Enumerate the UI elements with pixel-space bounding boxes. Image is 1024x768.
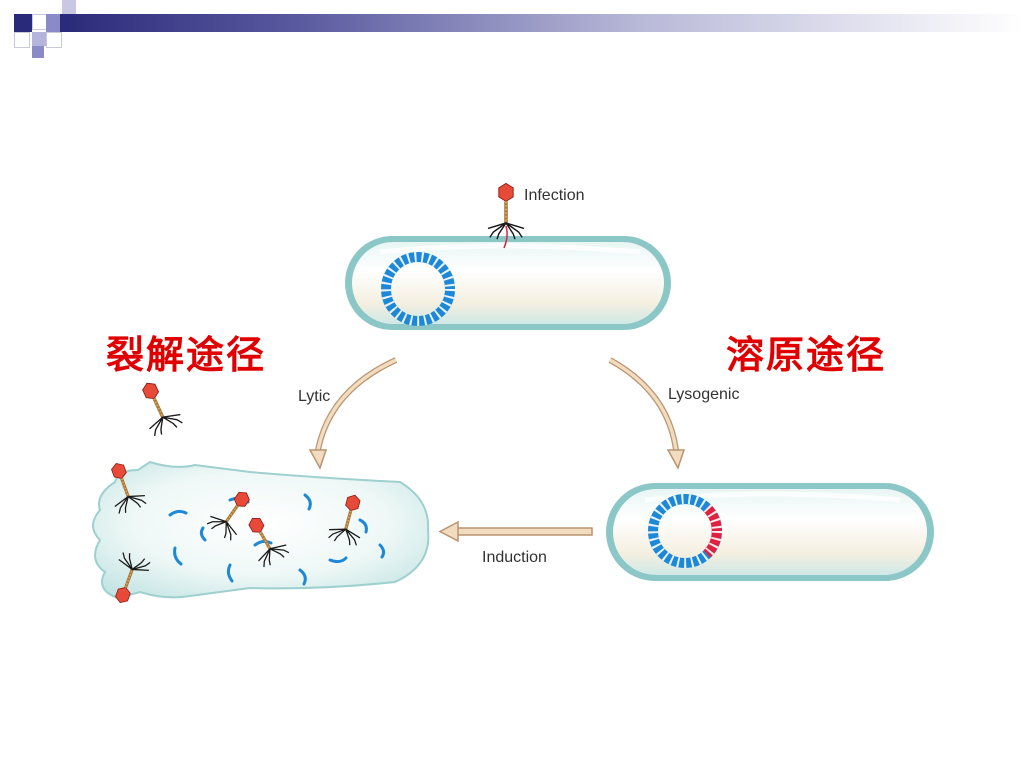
lysogenic-arrow bbox=[608, 357, 686, 470]
lysogenic-label: Lysogenic bbox=[668, 386, 740, 403]
deco-square bbox=[46, 32, 62, 48]
deco-square bbox=[62, 0, 76, 14]
deco-square bbox=[32, 46, 44, 58]
released-phage-icon bbox=[129, 374, 187, 440]
injected-dna bbox=[503, 225, 508, 249]
lytic-arrow bbox=[308, 357, 398, 470]
deco-square bbox=[46, 14, 60, 32]
infection-label: Infection bbox=[524, 187, 585, 204]
lysogenic-cell bbox=[606, 483, 934, 581]
lytic-label: Lytic bbox=[298, 388, 331, 405]
infected-cell bbox=[345, 236, 671, 330]
induction-arrow bbox=[438, 520, 593, 543]
deco-square bbox=[32, 32, 46, 46]
deco-square bbox=[14, 32, 30, 48]
infecting-phage-icon bbox=[486, 181, 526, 241]
lysogenic-pathway-title: 溶原途径 bbox=[726, 332, 887, 377]
lytic-pathway-title: 裂解途径 bbox=[106, 332, 267, 377]
induction-label: Induction bbox=[482, 549, 547, 566]
header-gradient-bar bbox=[60, 14, 1024, 32]
deco-square bbox=[14, 14, 32, 32]
